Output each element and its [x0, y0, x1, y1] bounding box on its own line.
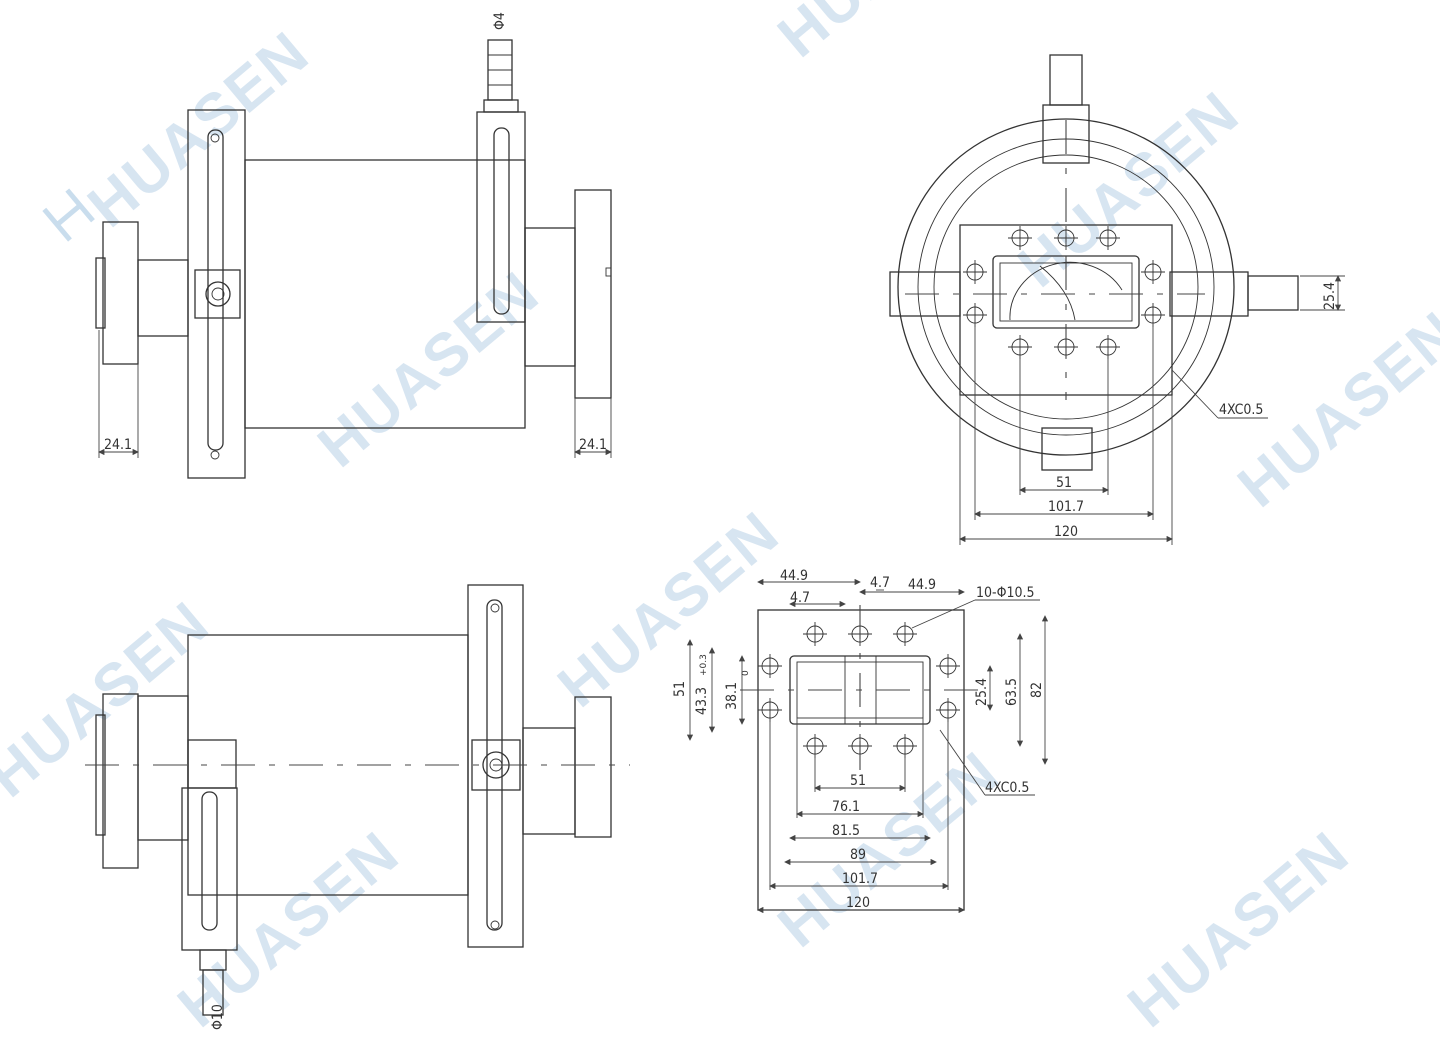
dim-flange-b-761: 76.1: [832, 799, 860, 815]
left-flange: [102, 221, 139, 365]
left-clamp-slot: [207, 129, 224, 451]
watermark-text: HUASEN: [305, 258, 551, 480]
dim-end-51: 51: [1056, 475, 1072, 491]
right-flange: [574, 696, 612, 838]
end-view: 51 101.7 120 4XC0.5 25.4: [889, 54, 1345, 545]
flange-view: 44.9 4.7 4.7 44.9 10-Φ10.5 51 43.3 +0.3 …: [672, 568, 1049, 914]
right-flange: [574, 189, 612, 399]
right-clamp-plate: [467, 584, 524, 948]
left-clamp-block: [194, 269, 241, 319]
watermark-text: HUASEN: [1005, 78, 1251, 300]
dim-flange-right-254: 25.4: [974, 678, 990, 706]
dim-right-flange-thickness: 24.1: [579, 437, 607, 453]
dim-flange-top-449-right: 44.9: [908, 577, 936, 593]
watermark-logo-icon: [42, 188, 95, 242]
dim-end-101: 101.7: [1048, 499, 1084, 515]
dim-left-flange-thickness: 24.1: [104, 437, 132, 453]
dim-top-barb: Φ4: [492, 12, 508, 30]
dim-flange-holes: 10-Φ10.5: [976, 585, 1035, 601]
dim-flange-left-381: 38.1: [724, 682, 740, 710]
dim-end-side: 25.4: [1322, 282, 1338, 310]
side-view-bottom: Φ10: [85, 584, 630, 1030]
dim-flange-b-815: 81.5: [832, 823, 860, 839]
dim-tol-zero: 0: [741, 670, 751, 676]
dim-end-chamfer: 4XC0.5: [1219, 402, 1263, 418]
dim-flange-left-433: 43.3: [694, 687, 710, 715]
dim-flange-right-635: 63.5: [1004, 678, 1020, 706]
left-flange-lip: [95, 257, 106, 329]
dim-tol-plus: +0.3: [699, 654, 709, 676]
left-neck: [137, 259, 189, 337]
dim-flange-chamfer: 4XC0.5: [985, 780, 1029, 796]
dim-flange-b-1017: 101.7: [842, 871, 878, 887]
outer-ring: [897, 118, 1235, 456]
watermark-text: HUASEN: [545, 498, 791, 720]
dim-flange-right-82: 82: [1029, 682, 1045, 698]
dim-flange-top-47-left: 4.7: [790, 590, 810, 606]
side-port-barb: [1247, 275, 1299, 311]
dim-flange-left-51: 51: [672, 681, 688, 697]
watermark-text: HUASEN: [75, 18, 321, 240]
dim-end-120: 120: [1054, 524, 1078, 540]
dim-flange-b-89: 89: [850, 847, 866, 863]
dim-flange-top-449-left: 44.9: [780, 568, 808, 584]
watermark-text: HUASEN: [765, 0, 1011, 70]
side-view-top: 24.1 24.1 Φ4: [95, 12, 612, 479]
dim-flange-b-51: 51: [850, 773, 866, 789]
top-port-barb: [1049, 54, 1083, 106]
dim-bottom-barb: Φ10: [210, 1004, 226, 1030]
bottom-hose-barb: [202, 969, 224, 1016]
dim-flange-b-120: 120: [846, 895, 870, 911]
watermark-text: HUASEN: [1115, 818, 1361, 1039]
dim-flange-top-47-right: 4.7: [870, 575, 890, 591]
watermark-text: HUASEN: [765, 738, 1011, 960]
